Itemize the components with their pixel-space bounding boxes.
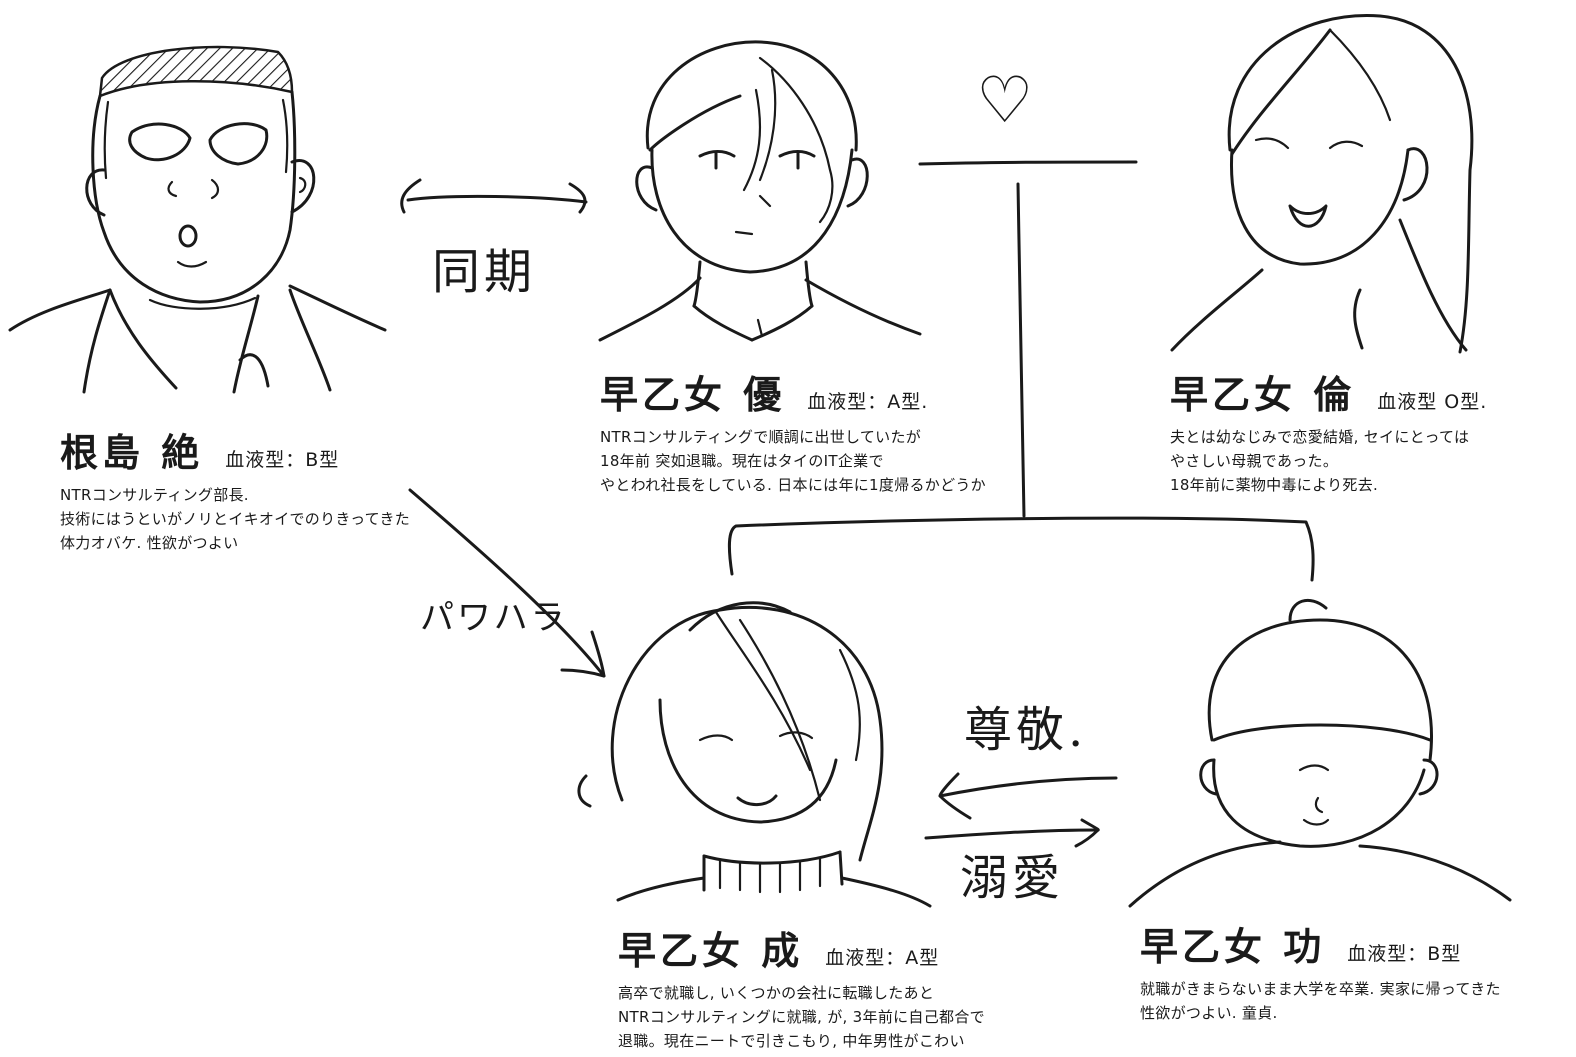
blood-type: 血液型 O型. — [1377, 391, 1488, 413]
profile-line: 性欲がつよい. 童貞. — [1140, 1004, 1278, 1022]
profile-line: 就職がきまらないまま大学を卒業. 実家に帰ってきた — [1140, 980, 1501, 998]
profile-ko: 早乙女 功 血液型：B型 就職がきまらないまま大学を卒業. 実家に帰ってきた 性… — [1140, 916, 1501, 1025]
profile-line: やとわれ社長をしている. 日本には年に1度帰るかどうか — [600, 476, 986, 494]
sonkei-arrow — [938, 772, 1118, 820]
dekiai-arrow — [924, 818, 1100, 848]
profile-line: 体力オバケ. 性欲がつよい — [60, 534, 239, 552]
sonkei-label: 尊敬. — [964, 702, 1088, 758]
blood-type: 血液型：B型 — [225, 449, 340, 471]
profile-line: NTRコンサルティングで順調に出世していたが — [600, 428, 922, 446]
profile-line: NTRコンサルティングに就職, が, 3年前に自己都合で — [618, 1008, 985, 1026]
pawahara-label: パワハラ — [420, 598, 568, 638]
douki-arrow — [400, 178, 588, 214]
character-name: 早乙女 優 — [600, 372, 786, 417]
blood-type: 血液型：A型 — [825, 947, 940, 969]
profile-line: 夫とは幼なじみで恋愛結婚, セイにとっては — [1170, 428, 1470, 446]
heart-icon: ♡ — [976, 64, 1034, 138]
profile-nejima: 根島 絶 血液型：B型 NTRコンサルティング部長. 技術にはうといがノリとイキ… — [60, 422, 410, 555]
sei-portrait — [577, 601, 932, 908]
profile-line: やさしい母親であった。 — [1170, 452, 1339, 470]
blood-type: 血液型：B型 — [1347, 943, 1462, 965]
character-name: 早乙女 成 — [618, 928, 804, 973]
profile-sei: 早乙女 成 血液型：A型 高卒で就職し, いくつかの会社に転職したあと NTRコ… — [618, 920, 985, 1053]
douki-label: 同期 — [432, 244, 537, 300]
character-name: 根島 絶 — [60, 430, 204, 475]
character-name: 早乙女 功 — [1140, 924, 1326, 969]
profile-yu: 早乙女 優 血液型：A型. NTRコンサルティングで順調に出世していたが 18年… — [600, 364, 986, 497]
blood-type: 血液型：A型. — [807, 391, 929, 413]
pawahara-arrow — [408, 488, 606, 678]
ko-portrait — [1128, 598, 1512, 908]
yu-portrait — [598, 40, 922, 342]
nejima-portrait — [8, 45, 387, 394]
profile-line: NTRコンサルティング部長. — [60, 486, 249, 504]
profile-line: 18年前に薬物中毒により死去. — [1170, 476, 1379, 494]
profile-rin: 早乙女 倫 血液型 O型. 夫とは幼なじみで恋愛結婚, セイにとっては やさしい… — [1170, 364, 1487, 497]
profile-line: 退職。現在ニートで引きこもり, 中年男性がこわい — [618, 1032, 965, 1050]
rin-portrait — [1170, 14, 1474, 354]
character-name: 早乙女 倫 — [1170, 372, 1356, 417]
family-tree-lines — [727, 160, 1315, 582]
profile-line: 18年前 突如退職。現在はタイのIT企業で — [600, 452, 884, 470]
dekiai-label: 溺愛 — [960, 850, 1065, 906]
profile-line: 高卒で就職し, いくつかの会社に転職したあと — [618, 984, 935, 1002]
profile-line: 技術にはうといがノリとイキオイでのりきってきた — [60, 510, 411, 528]
